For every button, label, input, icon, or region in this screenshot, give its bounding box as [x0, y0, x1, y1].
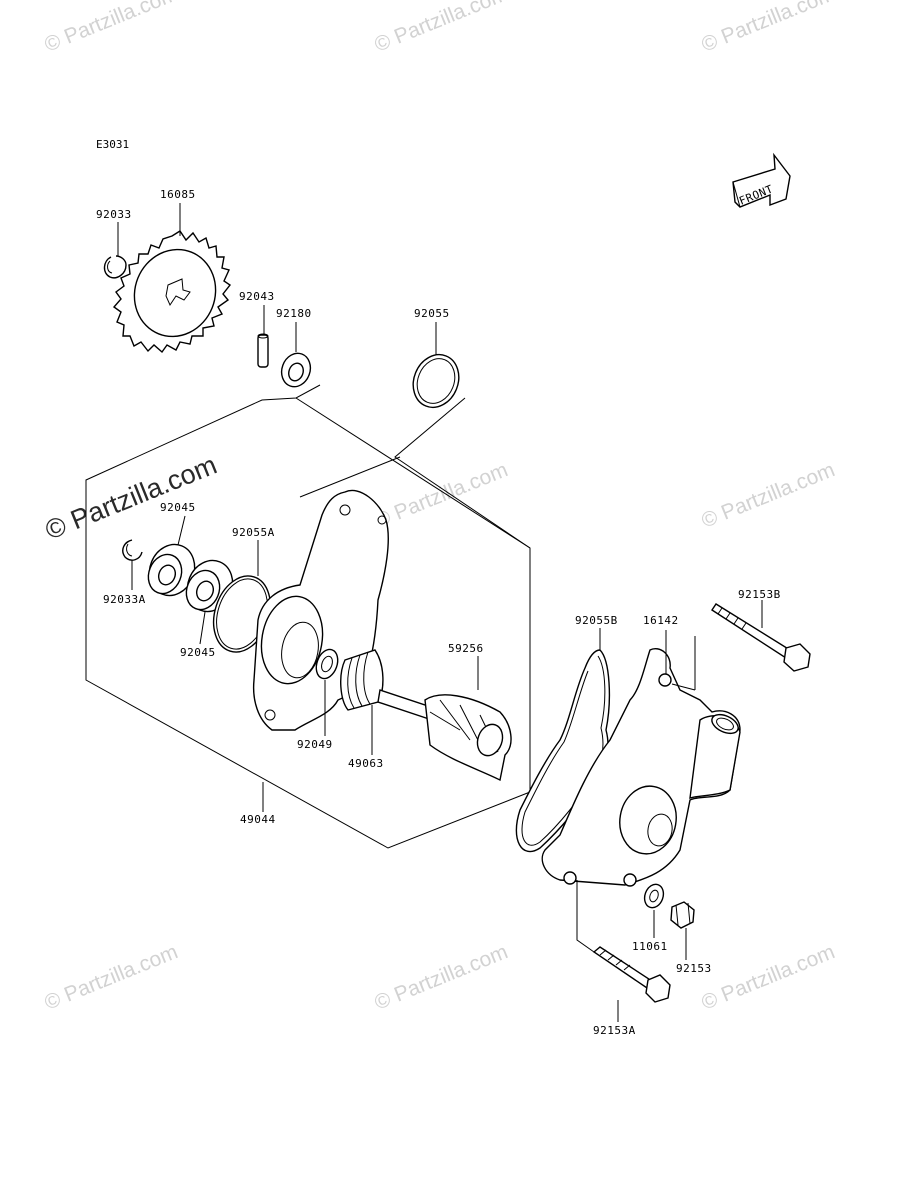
gasket-washer: [643, 883, 665, 909]
bearing-1: [147, 543, 196, 597]
assembly-outline: [85, 384, 531, 849]
circlip-top: [103, 255, 127, 279]
part-label: 92033A: [103, 593, 146, 606]
part-label: 92033: [96, 208, 132, 221]
part-label: 92055A: [232, 526, 275, 539]
bolt-92153: [670, 901, 695, 929]
dowel-pin: [257, 333, 269, 368]
sprocket-gear: [112, 230, 232, 354]
washer-92180: [280, 352, 312, 388]
watermark: © Partzilla.com: [41, 940, 181, 1014]
part-label: 16142: [643, 614, 679, 627]
part-label: 92043: [239, 290, 275, 303]
part-label: 92045: [180, 646, 216, 659]
part-label: 92180: [276, 307, 312, 320]
part-label: 92055: [414, 307, 450, 320]
part-label: 59256: [448, 642, 484, 655]
o-ring-92055: [412, 353, 460, 409]
watermark: © Partzilla.com: [41, 0, 181, 57]
leader-lines: [117, 203, 763, 1022]
watermark-large: © Partzilla.com: [41, 450, 221, 546]
diagram-code: E3031: [96, 138, 129, 151]
part-label: 92055B: [575, 614, 618, 627]
watermark: © Partzilla.com: [371, 0, 511, 57]
bolt-92153b: [711, 603, 811, 672]
part-label: 16085: [160, 188, 196, 201]
watermark: © Partzilla.com: [698, 458, 838, 532]
pump-cover: [541, 648, 741, 887]
front-arrow-icon: FRONT: [732, 152, 791, 208]
watermark: © Partzilla.com: [371, 940, 511, 1014]
o-ring-92055b: [515, 649, 611, 853]
watermark: © Partzilla.com: [698, 940, 838, 1014]
circlip-bottom: [122, 539, 143, 561]
part-label: 92049: [297, 738, 333, 751]
part-label: 49044: [240, 813, 276, 826]
part-label: 11061: [632, 940, 668, 953]
part-label: 92153B: [738, 588, 781, 601]
part-label: 92045: [160, 501, 196, 514]
part-label: 49063: [348, 757, 384, 770]
watermark: © Partzilla.com: [698, 0, 838, 57]
bolt-92153a: [592, 946, 671, 1003]
oil-seal: [315, 648, 339, 680]
impeller-shaft: [377, 689, 512, 782]
mechanical-seal: [340, 649, 384, 711]
part-label: 92153: [676, 962, 712, 975]
part-label: 92153A: [593, 1024, 636, 1037]
part-labels: 16085 92033 92043 92180 92055 92045 9205…: [96, 188, 781, 1037]
